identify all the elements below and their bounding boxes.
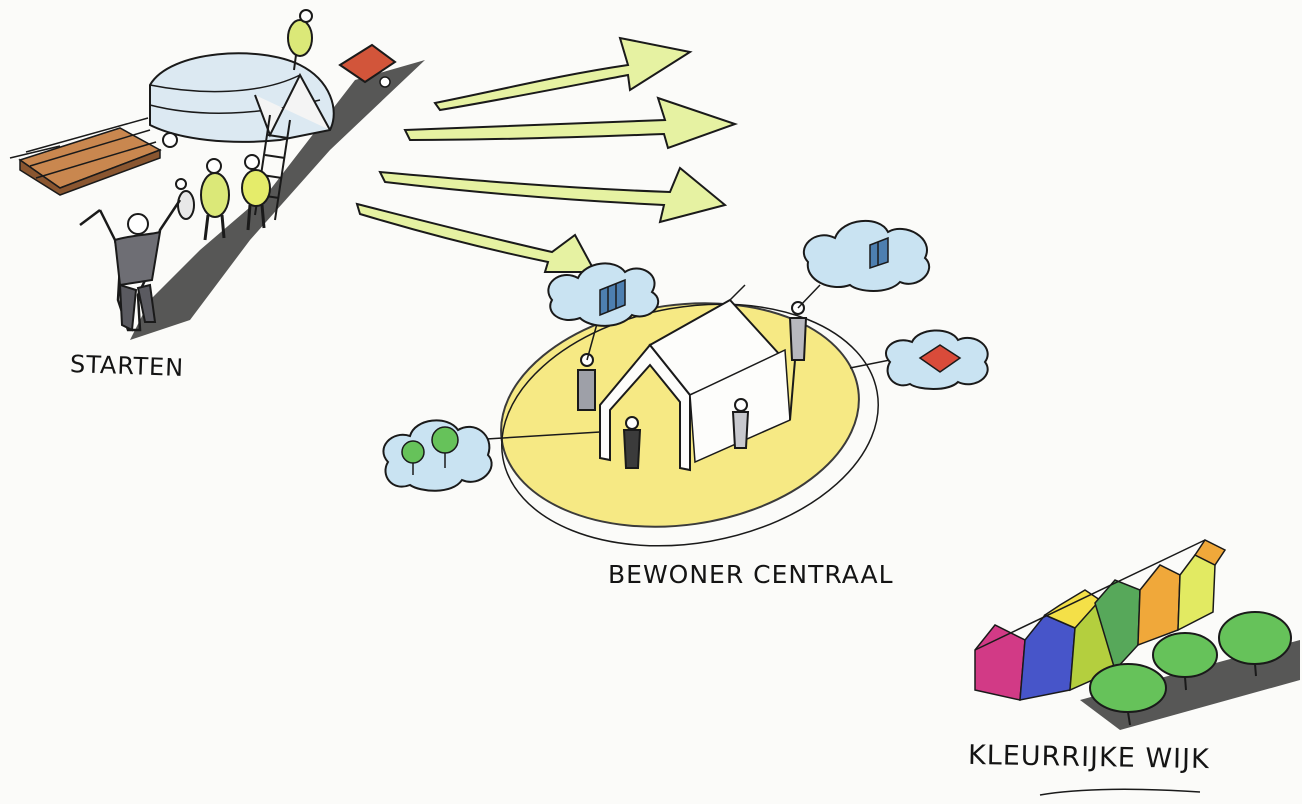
bewoner-centraal-scene [383, 221, 987, 574]
label-kleurrijke-wijk: KLEURRIJKE WIJK [968, 740, 1210, 775]
roof-icon [340, 45, 395, 87]
house-icon [1138, 565, 1180, 645]
arrow-icon [380, 168, 725, 222]
starten-scene [10, 10, 425, 340]
hut-icon [150, 53, 334, 147]
label-bewoner-centraal: BEWONER CENTRAAL [608, 560, 894, 589]
person-icon [578, 354, 595, 410]
wood-planks-icon [10, 118, 160, 195]
house-icon [1020, 615, 1075, 700]
kleurrijke-wijk-scene [975, 540, 1300, 730]
arrow-icon [357, 204, 595, 272]
person-icon [733, 399, 748, 448]
house-icon [975, 625, 1025, 700]
worker-icon [201, 159, 229, 240]
house-icon [1178, 555, 1215, 630]
person-icon [624, 417, 640, 468]
label-underline [1040, 789, 1200, 795]
arrow-icon [435, 38, 690, 110]
worker-icon [176, 179, 194, 219]
label-starten: STARTEN [70, 350, 185, 382]
arrows-group [357, 38, 735, 272]
cloud-icon [886, 330, 988, 389]
cloud-icon [804, 221, 929, 291]
cloud-icon [383, 420, 491, 490]
